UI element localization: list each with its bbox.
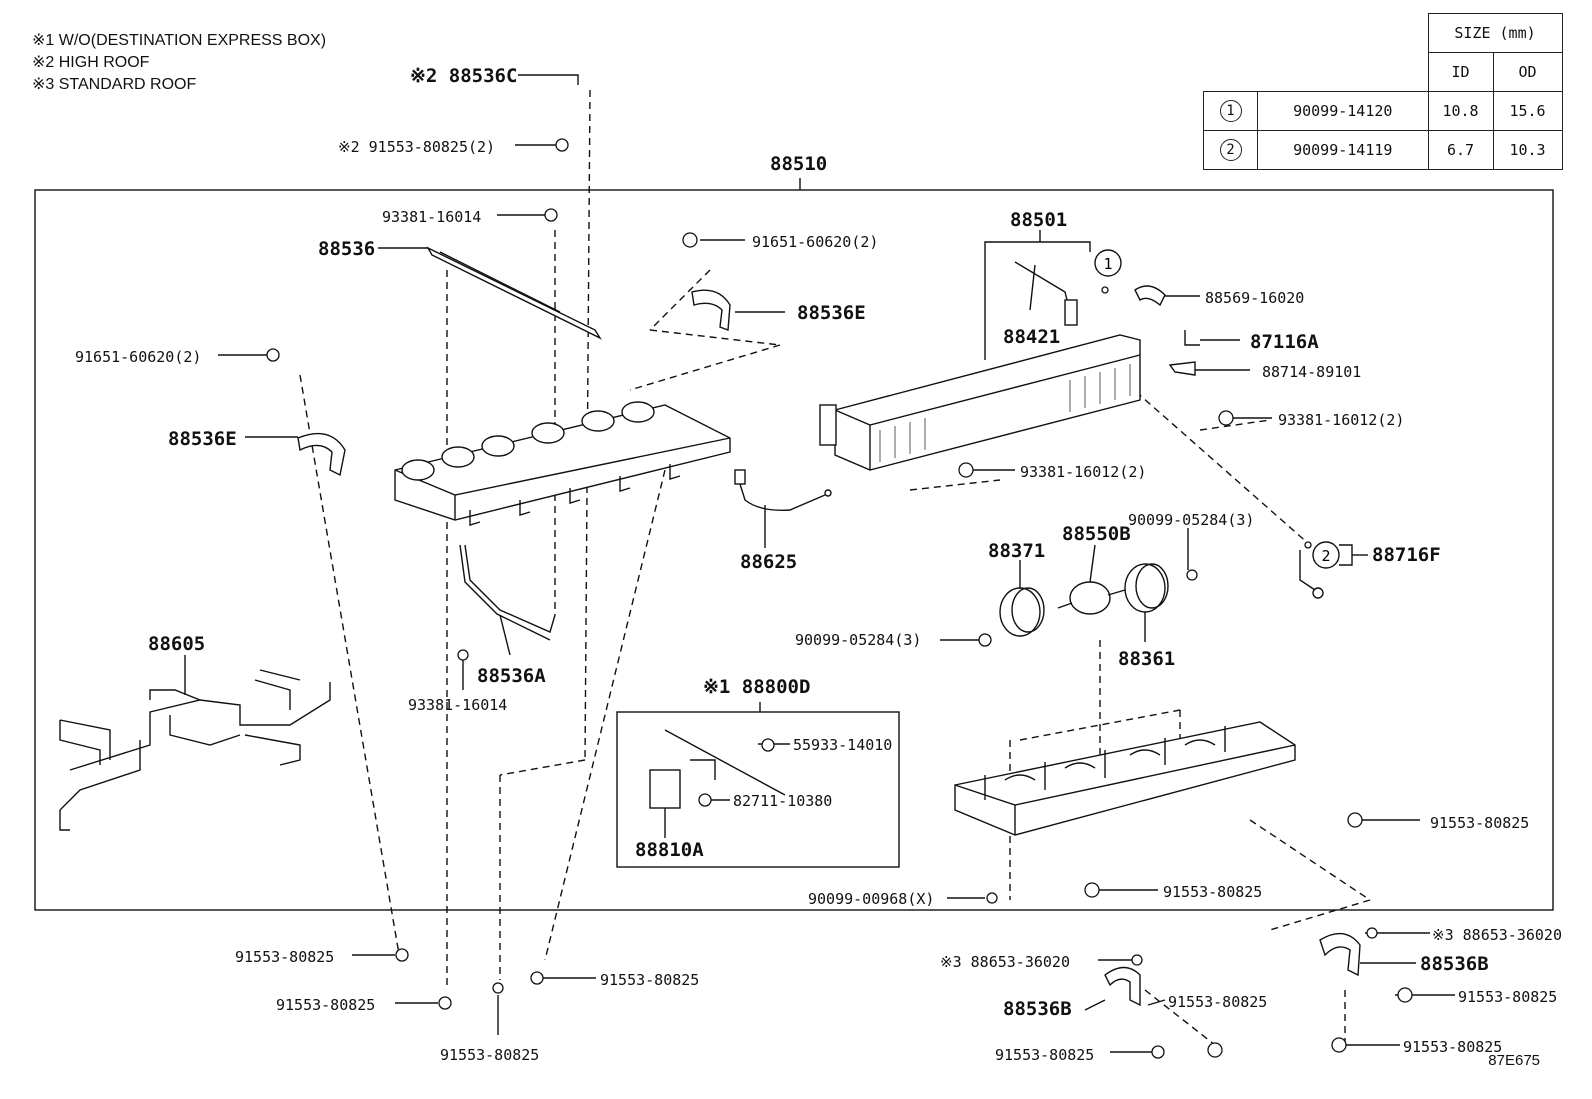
label-88501: 88501 [1010,209,1067,231]
label-88800D: ※1 88800D [703,676,810,698]
label-91553-r1: 91553-80825 [1430,814,1529,832]
callout-circle-2-text: 2 [1321,547,1330,565]
guide-lines [299,89,1371,1046]
circle-mark-1: 1 [1219,100,1242,122]
label-93381-16012-b: 93381-16012(2) [1020,463,1146,481]
label-88536: 88536 [318,238,375,260]
fasteners [266,138,1413,1059]
note-2: ※2 HIGH ROOF [32,54,150,71]
label-88536B-a: 88536B [1420,953,1489,975]
label-90099-00968: 90099-00968(X) [808,890,934,908]
callout-circle-1 [1094,249,1122,277]
part-number: 90099-14119 [1257,130,1429,170]
col-id: ID [1427,52,1494,92]
notes-block: ※1 W/O(DESTINATION EXPRESS BOX) ※2 HIGH … [32,30,326,96]
leader-lines [184,74,1455,1053]
label-91553-b1: 91553-80825 [235,948,334,966]
part-number: 90099-14120 [1257,91,1429,131]
note-1: ※1 W/O(DESTINATION EXPRESS BOX) [32,32,327,49]
label-87116A: 87116A [1250,331,1319,353]
circle-mark-2: 2 [1219,139,1242,161]
label-55933: 55933-14010 [793,736,892,754]
label-88605: 88605 [148,633,205,655]
label-88536B-b: 88536B [1003,998,1072,1020]
label-93381-16014-b: 93381-16014 [408,696,507,714]
label-88536E-b: 88536E [797,302,866,324]
label-88536C: ※2 88536C [410,65,517,87]
label-88714: 88714-89101 [1262,363,1361,381]
label-88716F: 88716F [1372,544,1441,566]
od-value: 15.6 [1492,91,1563,131]
sub-assembly-frame [616,711,900,868]
callout-circle-2 [1312,541,1340,569]
label-91553-top: ※2 91553-80825(2) [338,138,495,156]
label-91553-r2: 91553-80825 [1163,883,1262,901]
label-90099-05284-a: 90099-05284(3) [1128,511,1254,529]
label-88653-b: ※3 88653-36020 [940,953,1070,971]
assembly-frame [34,189,1554,911]
size-table: SIZE (mm) ID OD 1 90099-14120 10.8 15.6 … [1203,13,1563,170]
label-88361: 88361 [1118,648,1175,670]
label-91553-b7: 91553-80825 [995,1046,1094,1064]
note-3: ※3 STANDARD ROOF [32,76,197,93]
label-88510: 88510 [770,153,827,175]
ref-circles: 1 2 [1094,249,1340,569]
callout-circle-1-text: 1 [1103,255,1112,273]
label-88550B: 88550B [1062,523,1131,545]
label-88536E-a: 88536E [168,428,237,450]
label-91553-b5: 91553-80825 [1458,988,1557,1006]
label-93381-16012-a: 93381-16012(2) [1278,411,1404,429]
label-82711: 82711-10380 [733,792,832,810]
label-90099-05284-b: 90099-05284(3) [795,631,921,649]
label-91553-b2: 91553-80825 [276,996,375,1014]
label-88653-a: ※3 88653-36020 [1432,926,1562,944]
figure-reference: 87E675 [1488,1052,1540,1069]
col-od: OD [1492,52,1563,92]
label-88421: 88421 [1003,326,1060,348]
label-91553-b6: 91553-80825 [1168,993,1267,1011]
label-91651-b: 91651-60620(2) [75,348,201,366]
label-88536A: 88536A [477,665,546,687]
label-91651-a: 91651-60620(2) [752,233,878,251]
label-88810A: 88810A [635,839,704,861]
od-value: 10.3 [1492,130,1563,170]
label-91553-b8: 91553-80825 [1403,1038,1502,1056]
label-88569: 88569-16020 [1205,289,1304,307]
label-91553-b4: 91553-80825 [440,1046,539,1064]
label-88371: 88371 [988,540,1045,562]
harness-drawing [59,669,331,831]
label-91553-b3: 91553-80825 [600,971,699,989]
label-88625: 88625 [740,551,797,573]
part-labels: ※2 88536C ※2 91553-80825(2) 88510 93381-… [75,65,1562,1064]
table-row: 1 90099-14120 10.8 15.6 [1203,91,1563,131]
label-93381-16014-a: 93381-16014 [382,208,481,226]
table-row: 2 90099-14119 6.7 10.3 [1203,130,1563,170]
